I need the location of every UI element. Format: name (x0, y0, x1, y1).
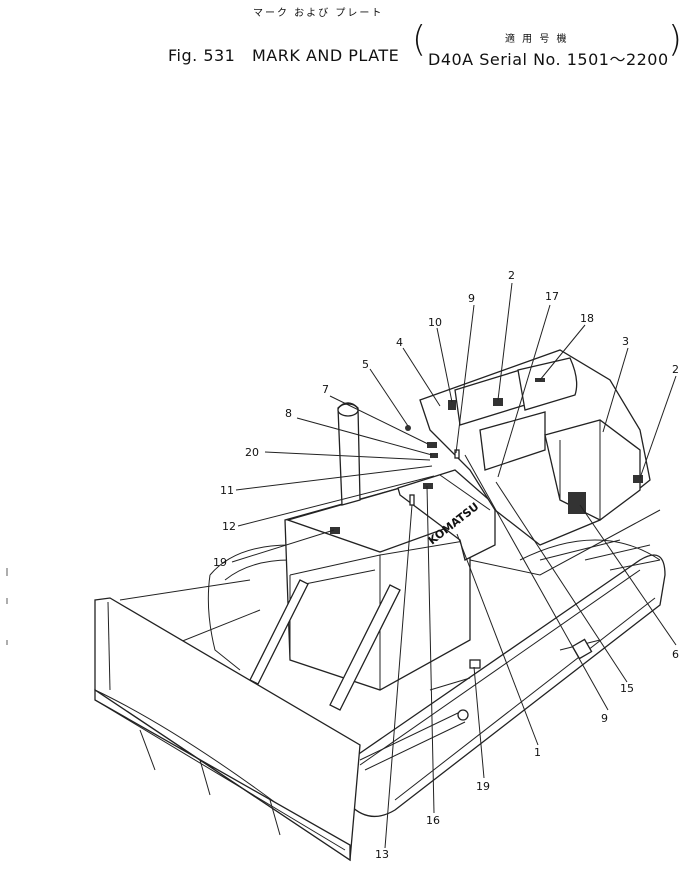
machine-body (284, 349, 661, 691)
callout-4: 4 (396, 336, 403, 349)
japanese-applicability-label: 適 用 号 機 (505, 34, 569, 45)
callout-20: 20 (245, 446, 259, 459)
dozer-blade (94, 597, 361, 862)
figure-number: Fig. 531 (168, 46, 236, 65)
callout-7: 7 (322, 383, 329, 396)
callout-16: 17 (545, 290, 559, 303)
callout-18: 19 (213, 556, 227, 569)
close-parenthesis: ) (668, 19, 683, 60)
callout-2-top: 2 (508, 269, 515, 282)
callout-6: 6 (672, 648, 679, 661)
figure-title: MARK AND PLATE (252, 46, 400, 65)
callout-2-right: 2 (672, 363, 679, 376)
callout-11: 11 (220, 484, 234, 497)
callout-5: 5 (362, 358, 369, 371)
callout-13: 13 (375, 848, 389, 861)
callout-15: 16 (426, 814, 440, 827)
callout-9-top: 9 (468, 292, 475, 305)
callout-3: 3 (622, 335, 629, 348)
leader-lines (231, 282, 677, 849)
callout-19: 19 (476, 780, 490, 793)
callout-numbers: 2 9 17 18 10 3 4 5 2 7 8 20 11 12 19 6 1… (213, 269, 679, 861)
serial-applicability: D40A Serial No. 1501～2200 (428, 50, 669, 69)
callout-1: 1 (534, 746, 541, 759)
japanese-title: マーク および プレート (253, 8, 384, 19)
callout-8: 8 (285, 407, 292, 420)
callout-12: 12 (222, 520, 236, 533)
figure-header: マーク および プレート 適 用 号 機 Fig. 531 MARK AND P… (0, 0, 685, 75)
open-parenthesis: ( (412, 19, 427, 60)
callout-14: 15 (620, 682, 634, 695)
callout-17: 18 (580, 312, 594, 325)
callout-10: 10 (428, 316, 442, 329)
callout-9-bottom: 9 (601, 712, 608, 725)
